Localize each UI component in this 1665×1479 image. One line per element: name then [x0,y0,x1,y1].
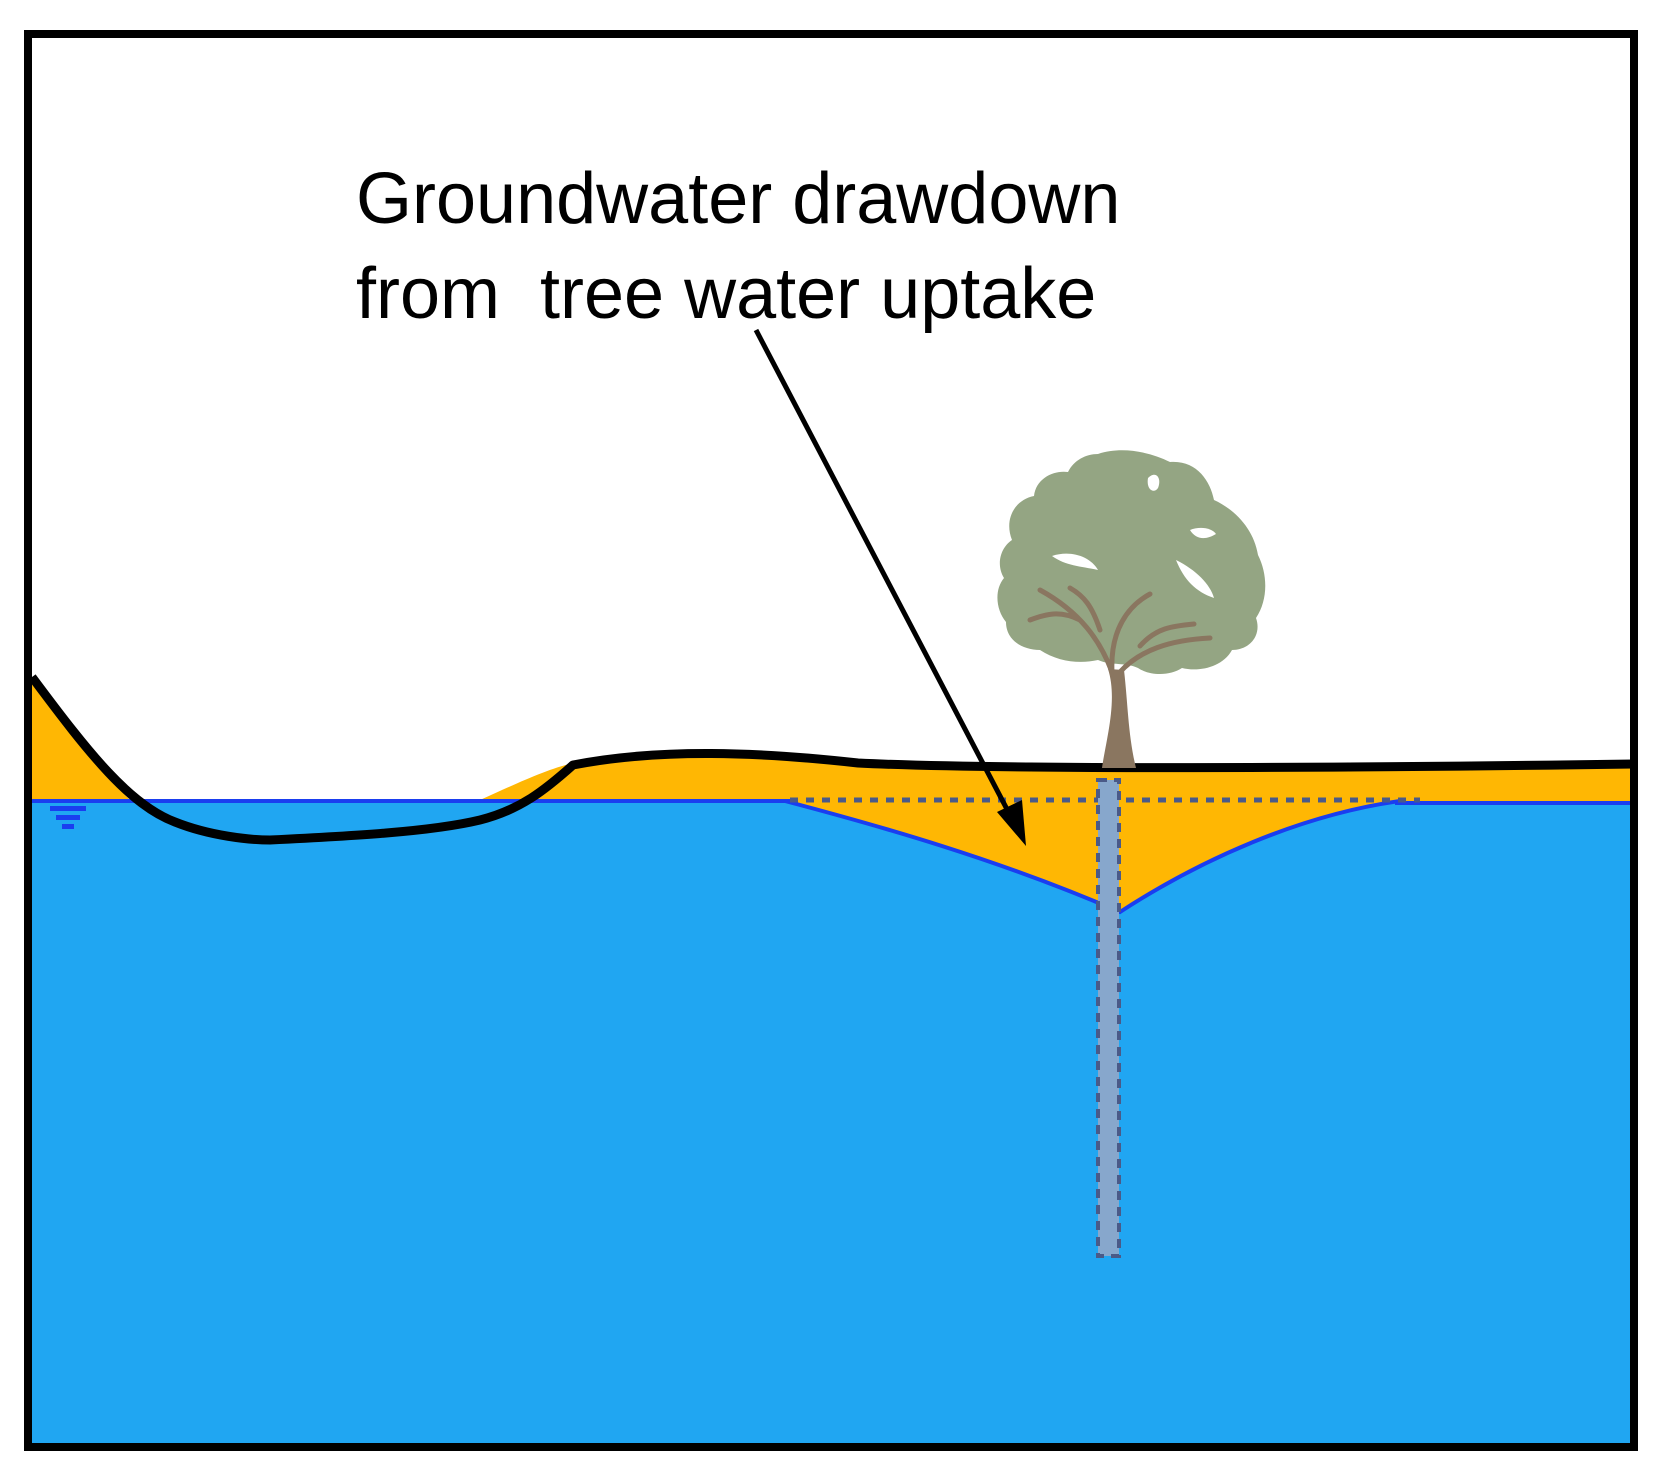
tree-icon [997,450,1266,768]
saturated-zone [28,802,1634,1447]
root-column [1096,778,1121,1258]
annotation-line-2: from tree water uptake [356,254,1096,334]
diagram-frame [24,30,1638,1451]
water-table-icon [50,806,86,829]
unsaturated-zone-left [32,677,130,800]
arrow-icon [753,328,1026,846]
drawdown-cone [785,800,1400,912]
annotation-line-1: Groundwater drawdown [356,159,1120,239]
